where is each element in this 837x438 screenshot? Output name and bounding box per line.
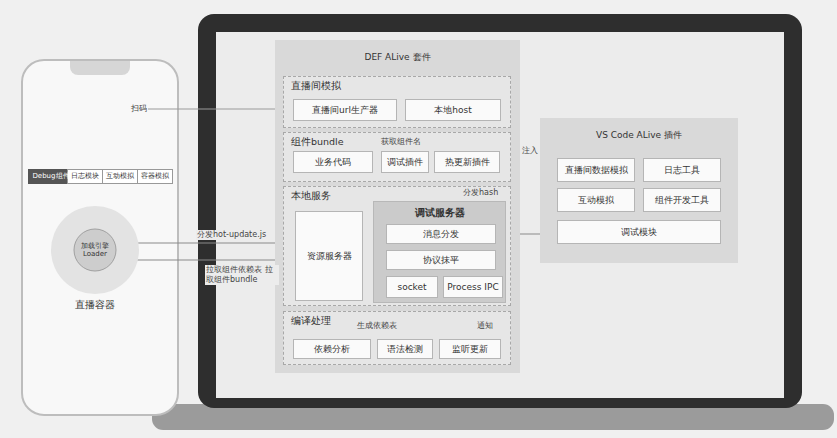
laptop-screen — [216, 32, 784, 398]
process-box: 业务代码 — [293, 151, 373, 173]
phone-notch — [70, 61, 130, 75]
node-text: 依赖分析 — [314, 344, 350, 355]
node-text: 容器模拟 — [141, 172, 169, 180]
node-text: 协议抹平 — [423, 255, 459, 266]
node-text: 调试模块 — [621, 227, 657, 238]
node-text: 本地host — [434, 105, 471, 116]
process-box: 消息分发 — [386, 224, 496, 244]
node-text: Debug组件 — [32, 172, 69, 180]
node-text: 监听更新 — [452, 344, 488, 355]
tab-box: 容器模拟 — [137, 169, 173, 184]
node-text: 业务代码 — [315, 157, 351, 168]
process-box: 直播间数据模拟 — [557, 158, 635, 182]
process-box: 组件开发工具 — [643, 188, 721, 212]
process-box: 直播间url生产器 — [293, 99, 397, 121]
edge-label: 通知 — [476, 321, 494, 331]
flow-label: 分发hash — [462, 188, 499, 198]
node-heading: DEF ALive 套件 — [279, 52, 516, 63]
edge-label: 拉取组件依赖表 拉取组件bundle — [205, 265, 279, 285]
action-label: 扫码 — [130, 104, 148, 114]
tab-box: 日志模块 — [67, 169, 103, 184]
node-text: 热更新插件 — [445, 157, 490, 168]
connector — [117, 260, 295, 261]
node-text: 直播间数据模拟 — [565, 165, 628, 176]
plugin-panel: VS Code ALive 插件直播间数据模拟 日志工具互动模拟 组件开发工具调试模… — [540, 118, 738, 263]
process-box: 日志工具 — [643, 158, 721, 182]
process-box: 语法检测 — [377, 339, 433, 359]
node-text: 日志模块 — [71, 172, 99, 180]
laptop-frame — [198, 14, 802, 408]
connector — [117, 243, 295, 244]
circle-shape — [74, 229, 116, 271]
process-box: 监听更新 — [439, 339, 501, 359]
tab-box: 互动模拟 — [102, 169, 138, 184]
phone-body — [22, 60, 178, 415]
node-text: 加载引擎 — [81, 242, 109, 250]
node-text: 语法检测 — [387, 344, 423, 355]
node-text: 互动模拟 — [106, 172, 134, 180]
section-band: 本地服务资源服务器调试服务器消息分发协议抹平socketProcess IPC — [283, 186, 511, 306]
edge-label: 生成依赖表 — [356, 321, 398, 331]
circle-shape — [51, 206, 139, 294]
process-box: 热更新插件 — [434, 151, 500, 173]
node-heading: VS Code ALive 插件 — [544, 130, 734, 141]
node-text: 消息分发 — [423, 229, 459, 240]
process-box: 协议抹平 — [386, 250, 496, 270]
node-text: Process IPC — [447, 282, 498, 293]
process-box: 互动模拟 — [557, 188, 635, 212]
section-band: 直播间模拟直播间url生产器 本地host — [283, 76, 511, 128]
node-text: 组件开发工具 — [655, 195, 709, 206]
server-box: 资源服务器 — [295, 211, 363, 301]
process-box: socket — [386, 276, 438, 298]
flow-label: 获取组件名 — [380, 137, 422, 147]
edge-label: 注入 — [521, 146, 539, 156]
section-band: 编译处理依赖分析语法检测监听更新 — [283, 311, 511, 365]
node-text: 互动模拟 — [578, 195, 614, 206]
node-heading: 调试服务器 — [374, 207, 505, 219]
edge-label: 分发hot-update.js — [196, 230, 267, 240]
process-box: 本地host — [405, 99, 501, 121]
process-box: 调试插件 — [381, 151, 429, 173]
node-heading: 直播间模拟 — [291, 80, 503, 91]
process-box: Process IPC — [443, 276, 503, 298]
node-text: 资源服务器 — [307, 251, 352, 262]
node-text: socket — [397, 282, 426, 293]
process-box: 调试模块 — [557, 220, 721, 244]
scan-leader — [148, 109, 291, 110]
node-text: 直播容器 — [75, 299, 115, 311]
node-text: 日志工具 — [664, 165, 700, 176]
container-circle: 直播容器 加载引擎Loader — [50, 205, 140, 311]
node-text: Loader — [83, 250, 107, 258]
engine-circle: 加载引擎Loader — [73, 228, 117, 272]
node-text: 直播间url生产器 — [312, 105, 378, 116]
node-text: 调试插件 — [387, 157, 423, 168]
process-box: 依赖分析 — [293, 339, 371, 359]
server-panel: 调试服务器消息分发协议抹平 socket Process IPC — [373, 201, 506, 303]
